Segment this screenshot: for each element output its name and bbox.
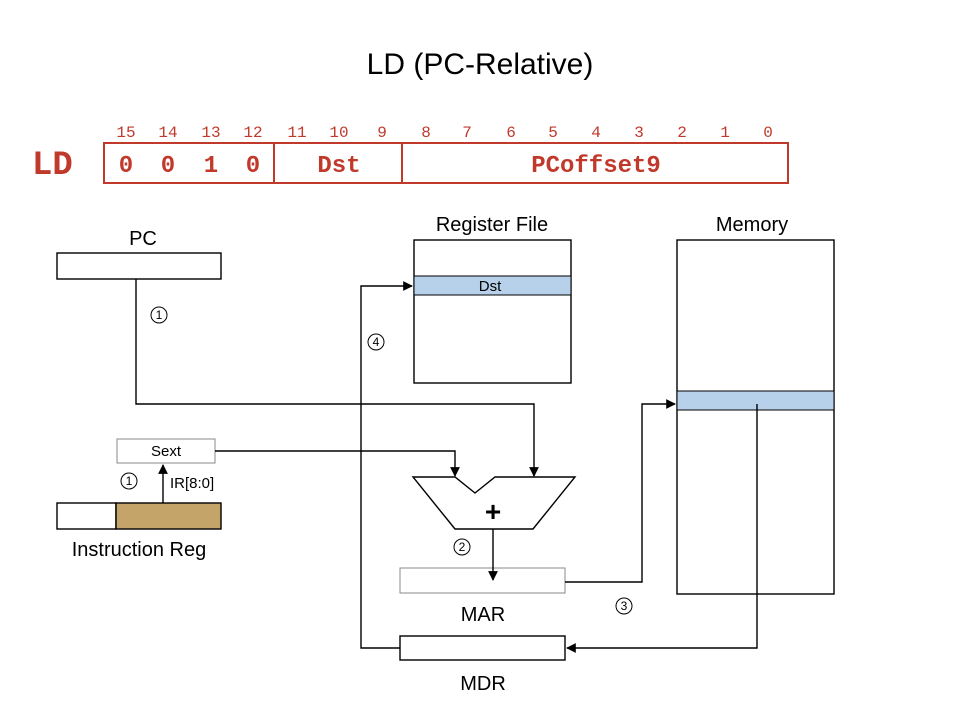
ir-upper-bits (56, 502, 117, 530)
adder-shape (411, 476, 577, 530)
ir-bits-label: IR[8:0] (170, 475, 214, 492)
opcode-bit: 0 (119, 153, 133, 180)
instruction-box (103, 142, 789, 184)
step-marker-circle (453, 538, 471, 556)
mdr-label: MDR (460, 673, 506, 695)
sign-extend-unit: Sext (116, 438, 216, 464)
sext-label: Sext (151, 443, 182, 460)
pcoffset9-field: PCoffset9 (531, 153, 661, 180)
memory-box (676, 239, 835, 595)
pc-register: PC (56, 228, 222, 280)
register-file: Register File Dst (413, 214, 572, 384)
page-title: LD (PC-Relative) (367, 48, 594, 81)
memory-to-mdr-wire (566, 404, 758, 653)
opcode-bit: 1 (204, 153, 218, 180)
bit-number: 1 (720, 124, 730, 142)
bit-number: 2 (677, 124, 687, 142)
mdr-to-register-wire (360, 281, 413, 649)
bit-numbers: 15 14 13 12 11 10 9 8 7 6 5 4 3 2 1 0 (116, 124, 772, 142)
bit-number: 13 (201, 124, 220, 142)
instruction-encoding: LD 15 14 13 12 11 10 9 8 7 6 5 4 3 2 1 0… (32, 124, 789, 185)
bit-number: 15 (116, 124, 135, 142)
pc-to-adder-wire (135, 279, 539, 477)
sext-box (116, 438, 216, 464)
bit-number: 8 (421, 124, 431, 142)
step-marker-label: 4 (373, 335, 380, 349)
step-marker-circle (120, 472, 138, 490)
memory: Memory (676, 214, 835, 595)
instruction-register: Instruction Reg IR[8:0] (56, 475, 222, 561)
opcode-bit: 0 (246, 153, 260, 180)
register-file-label: Register File (436, 214, 548, 236)
mar-label: MAR (461, 604, 505, 626)
adder: + (411, 476, 577, 530)
opcode-bit: 0 (161, 153, 175, 180)
adder-plus: + (485, 496, 501, 527)
pc-box (56, 252, 222, 280)
bit-number: 5 (548, 124, 558, 142)
bit-number: 6 (506, 124, 516, 142)
bit-number: 14 (158, 124, 177, 142)
mdr-register: MDR (399, 635, 566, 695)
memory-selected-location (676, 390, 835, 411)
mar-to-memory-wire (565, 399, 676, 583)
register-file-box (413, 239, 572, 384)
bit-number: 3 (634, 124, 644, 142)
step-marker-label: 1 (126, 474, 133, 488)
sext-to-adder-wire (215, 450, 460, 477)
instruction-reg-label: Instruction Reg (72, 539, 207, 561)
mar-box (399, 567, 566, 594)
dst-register-row (413, 275, 572, 296)
step-marker-label: 3 (621, 599, 628, 613)
memory-label: Memory (716, 214, 788, 236)
step-marker-label: 2 (459, 540, 466, 554)
mdr-box (399, 635, 566, 661)
bit-number: 11 (287, 124, 306, 142)
step-markers: 1 1 2 3 4 (120, 306, 633, 615)
bit-number: 12 (243, 124, 262, 142)
step-marker-label: 1 (156, 308, 163, 322)
step-marker-circle (150, 306, 168, 324)
step-marker-circle (615, 597, 633, 615)
pc-label: PC (129, 228, 157, 250)
datapath-wires (135, 279, 758, 653)
mar-register: MAR (399, 567, 566, 626)
bit-number: 10 (329, 124, 348, 142)
bit-number: 7 (462, 124, 472, 142)
step-marker-circle (367, 333, 385, 351)
mnemonic-label: LD (32, 147, 73, 185)
dst-field: Dst (317, 153, 360, 180)
ir-offset-bits (115, 502, 222, 530)
bit-number: 0 (763, 124, 773, 142)
bit-number: 4 (591, 124, 601, 142)
dst-register-label: Dst (479, 278, 502, 295)
bit-number: 9 (377, 124, 387, 142)
